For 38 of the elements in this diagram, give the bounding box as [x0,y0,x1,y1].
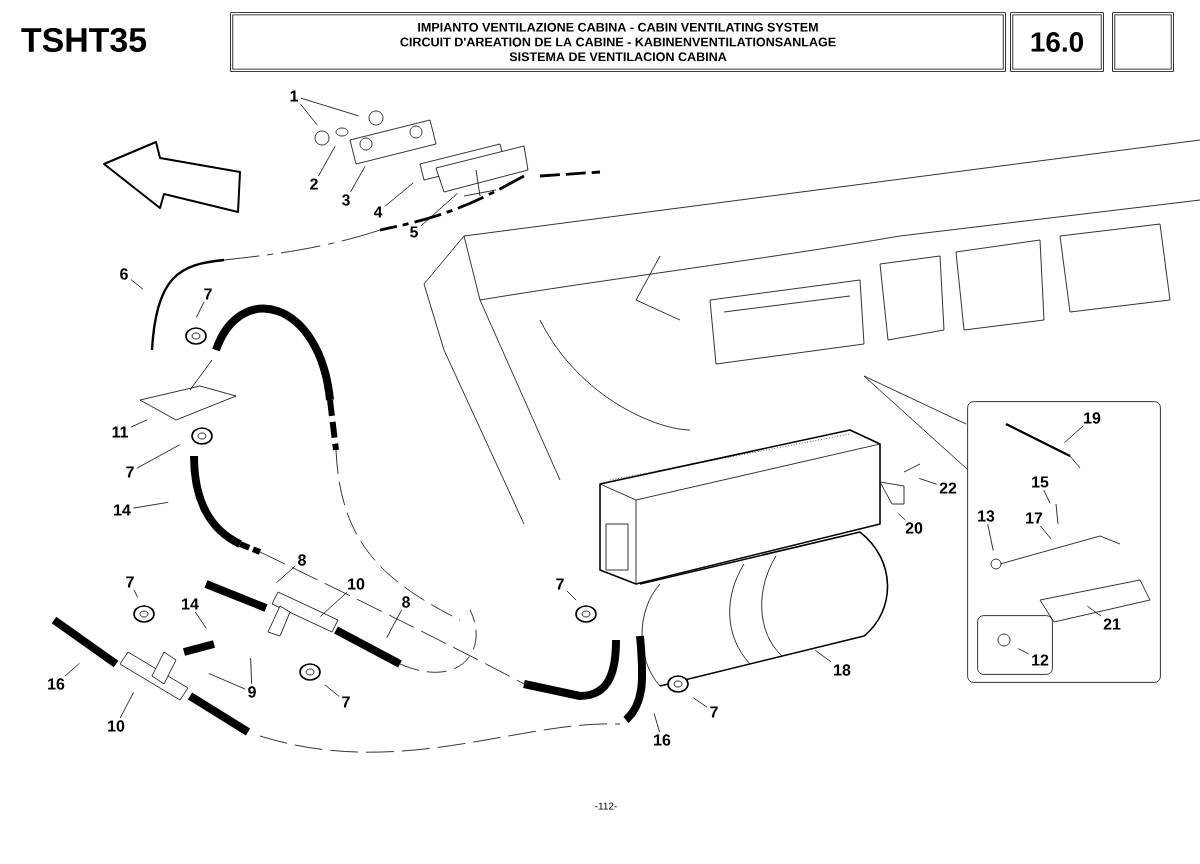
leader-line [133,589,139,598]
leader-line [1064,425,1084,444]
leader-line [195,301,205,318]
leader-line [566,590,577,601]
leader-line [350,165,366,193]
leader-line [918,478,938,485]
sheet-number-box: 16.0 [1010,12,1104,72]
leader-line [814,649,832,663]
leader-line [420,192,458,227]
leader-line [136,444,181,469]
leader-line [653,713,660,733]
leader-line [300,97,360,117]
leader-line [194,611,207,629]
leader-line [250,657,253,685]
leader-line [1086,605,1102,617]
inset-box [967,401,1161,683]
blank-box [1112,12,1174,72]
leader-line [130,419,148,428]
leader-line [130,279,144,290]
leader-line [384,182,414,207]
leader-line [119,692,134,719]
leader-line [132,501,169,509]
leader-line [319,591,348,617]
leader-line [987,523,994,551]
leader-line [64,662,80,677]
leader-line [318,145,336,177]
leader-line [208,673,246,690]
leader-line [1018,648,1030,655]
leader-line [693,697,708,708]
sheet-code: TSHT35 [21,28,147,52]
leader-line [897,513,906,521]
leader-line [324,684,340,697]
leader-line [1040,525,1052,540]
inset-box [977,615,1053,675]
leader-line [1043,489,1051,504]
leader-line [386,609,403,639]
leader-line [276,565,296,584]
leader-line [299,103,318,126]
